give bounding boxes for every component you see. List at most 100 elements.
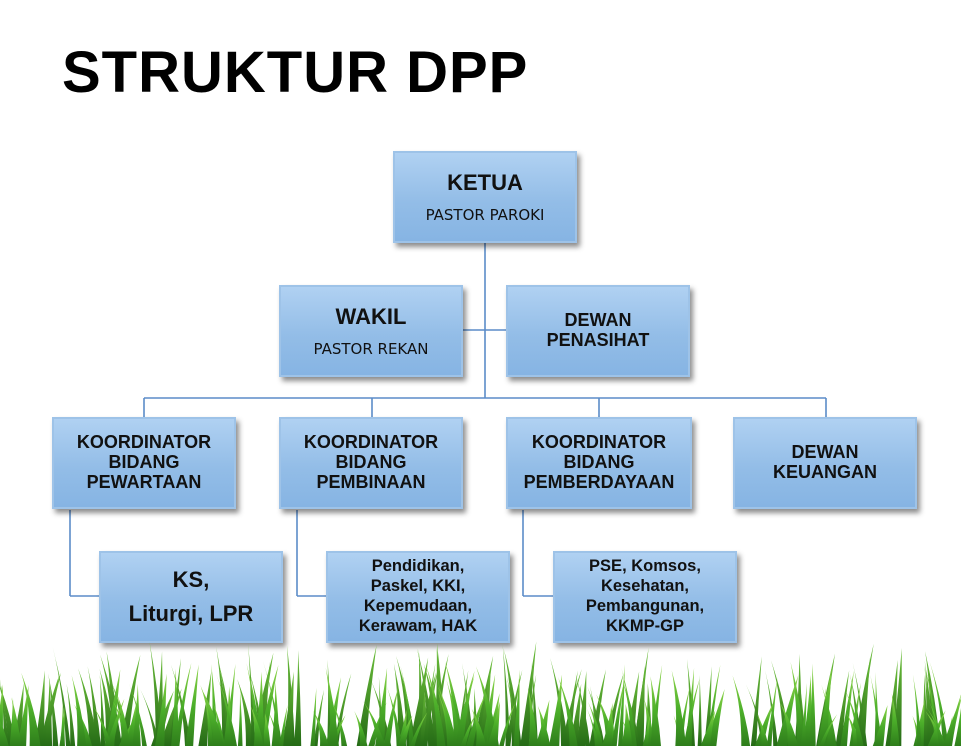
grass-blade: [354, 711, 368, 746]
grass-blade: [185, 664, 199, 746]
grass-blade: [438, 686, 457, 746]
grass-blade: [487, 701, 501, 746]
sub-pembinaan-box: Pendidikan, Paskel, KKI, Kepemudaan, Ker…: [326, 551, 510, 643]
grass-blade: [409, 657, 429, 746]
grass-blade: [104, 669, 121, 746]
grass-blade: [800, 682, 807, 746]
grass-blade: [471, 708, 487, 746]
grass-blade: [575, 671, 591, 746]
grass-blade: [400, 665, 415, 746]
sub-pembinaan-label: Pendidikan, Paskel, KKI, Kepemudaan, Ker…: [358, 557, 478, 635]
grass-blade: [754, 700, 775, 746]
grass-blade: [425, 664, 446, 746]
grass-blade: [802, 674, 812, 746]
grass-blade: [325, 667, 339, 746]
grass-blade: [954, 707, 961, 746]
grass-blade: [454, 670, 475, 746]
grass-blade: [561, 668, 582, 746]
grass-blade: [170, 664, 192, 746]
grass-blade: [683, 678, 700, 746]
grass-blade: [633, 666, 645, 746]
grass-blade: [281, 671, 294, 746]
grass-blade: [87, 666, 101, 746]
grass-blade: [271, 681, 280, 746]
grass-blade: [840, 670, 854, 746]
grass-blade: [892, 647, 902, 746]
grass-blade: [248, 643, 256, 746]
grass-blade: [460, 715, 475, 746]
grass-blade: [279, 704, 288, 746]
koordinator-pewartaan-box: KOORDINATOR BIDANG PEWARTAAN: [52, 417, 236, 509]
grass-blade: [819, 714, 838, 746]
grass-blade: [766, 677, 778, 746]
dewan-penasihat-box: DEWAN PENASIHAT: [506, 285, 690, 377]
grass-blade: [11, 697, 22, 746]
grass-blade: [611, 679, 625, 746]
dewan-penasihat-label: DEWAN PENASIHAT: [546, 310, 650, 350]
grass-blade: [59, 703, 65, 746]
koordinator-pemberdayaan-box: KOORDINATOR BIDANG PEMBERDAYAAN: [506, 417, 692, 509]
grass-blade: [913, 699, 925, 746]
grass-blade: [9, 697, 15, 746]
grass-blade: [870, 674, 882, 746]
grass-blade: [588, 702, 604, 746]
grass-blade: [602, 702, 613, 746]
grass-blade: [531, 662, 538, 746]
grass-blade: [685, 668, 695, 746]
grass-blade: [78, 668, 99, 746]
dewan-keuangan-label: DEWAN KEUANGAN: [772, 442, 877, 482]
grass-blade: [198, 671, 212, 746]
grass-blade: [204, 696, 214, 746]
grass-blade: [128, 683, 147, 746]
grass-blade: [375, 667, 388, 746]
grass-blade: [35, 670, 45, 746]
grass-blade: [397, 715, 413, 746]
grass-blade: [928, 700, 944, 746]
grass-blade: [409, 712, 428, 746]
koordinator-pembinaan-box: KOORDINATOR BIDANG PEMBINAAN: [279, 417, 463, 509]
grass-blade: [117, 694, 131, 746]
grass-blade: [576, 670, 587, 746]
grass-blade: [237, 679, 256, 746]
wakil-box: WAKIL PASTOR REKAN: [279, 285, 463, 377]
grass-blade: [947, 694, 961, 746]
grass-blade: [499, 703, 515, 746]
grass-blade: [780, 702, 798, 746]
grass-blade: [621, 703, 633, 746]
grass-blade: [776, 675, 799, 746]
grass-blade: [356, 644, 377, 746]
grass-blade: [757, 714, 769, 746]
grass-blade: [154, 673, 167, 746]
grass-blade: [750, 656, 762, 746]
ketua-title: KETUA: [447, 169, 523, 195]
grass-blade: [0, 720, 9, 746]
grass-blade: [363, 701, 386, 746]
grass-blade: [48, 673, 59, 746]
grass-blade: [237, 689, 243, 746]
grass-blade: [586, 708, 600, 746]
sub-pewartaan-box: KS, Liturgi, LPR: [99, 551, 283, 643]
grass-blades: [0, 641, 961, 746]
grass-blade: [858, 657, 871, 746]
grass-blade: [618, 664, 625, 746]
sub-pemberdayaan-box: PSE, Komsos, Kesehatan, Pembangunan, KKM…: [553, 551, 737, 643]
grass-blade: [845, 690, 864, 746]
grass-blade: [671, 670, 687, 746]
grass-blade: [171, 668, 179, 746]
grass-blade: [569, 683, 582, 746]
page-title: STRUKTUR DPP: [62, 40, 529, 105]
grass-blade: [223, 686, 233, 746]
sub-pewartaan-label: KS, Liturgi, LPR: [128, 566, 254, 626]
grass-blade: [132, 684, 140, 746]
koordinator-pemberdayaan-label: KOORDINATOR BIDANG PEMBERDAYAAN: [523, 432, 675, 492]
grass-blade: [312, 710, 329, 746]
grass-blade: [650, 676, 661, 746]
grass-blade: [872, 705, 888, 746]
grass-blade: [106, 698, 125, 746]
grass-blade: [835, 670, 850, 746]
grass-blade: [732, 675, 751, 746]
grass-blade: [71, 675, 87, 746]
grass-blade: [140, 689, 160, 746]
grass-blade: [889, 693, 900, 746]
